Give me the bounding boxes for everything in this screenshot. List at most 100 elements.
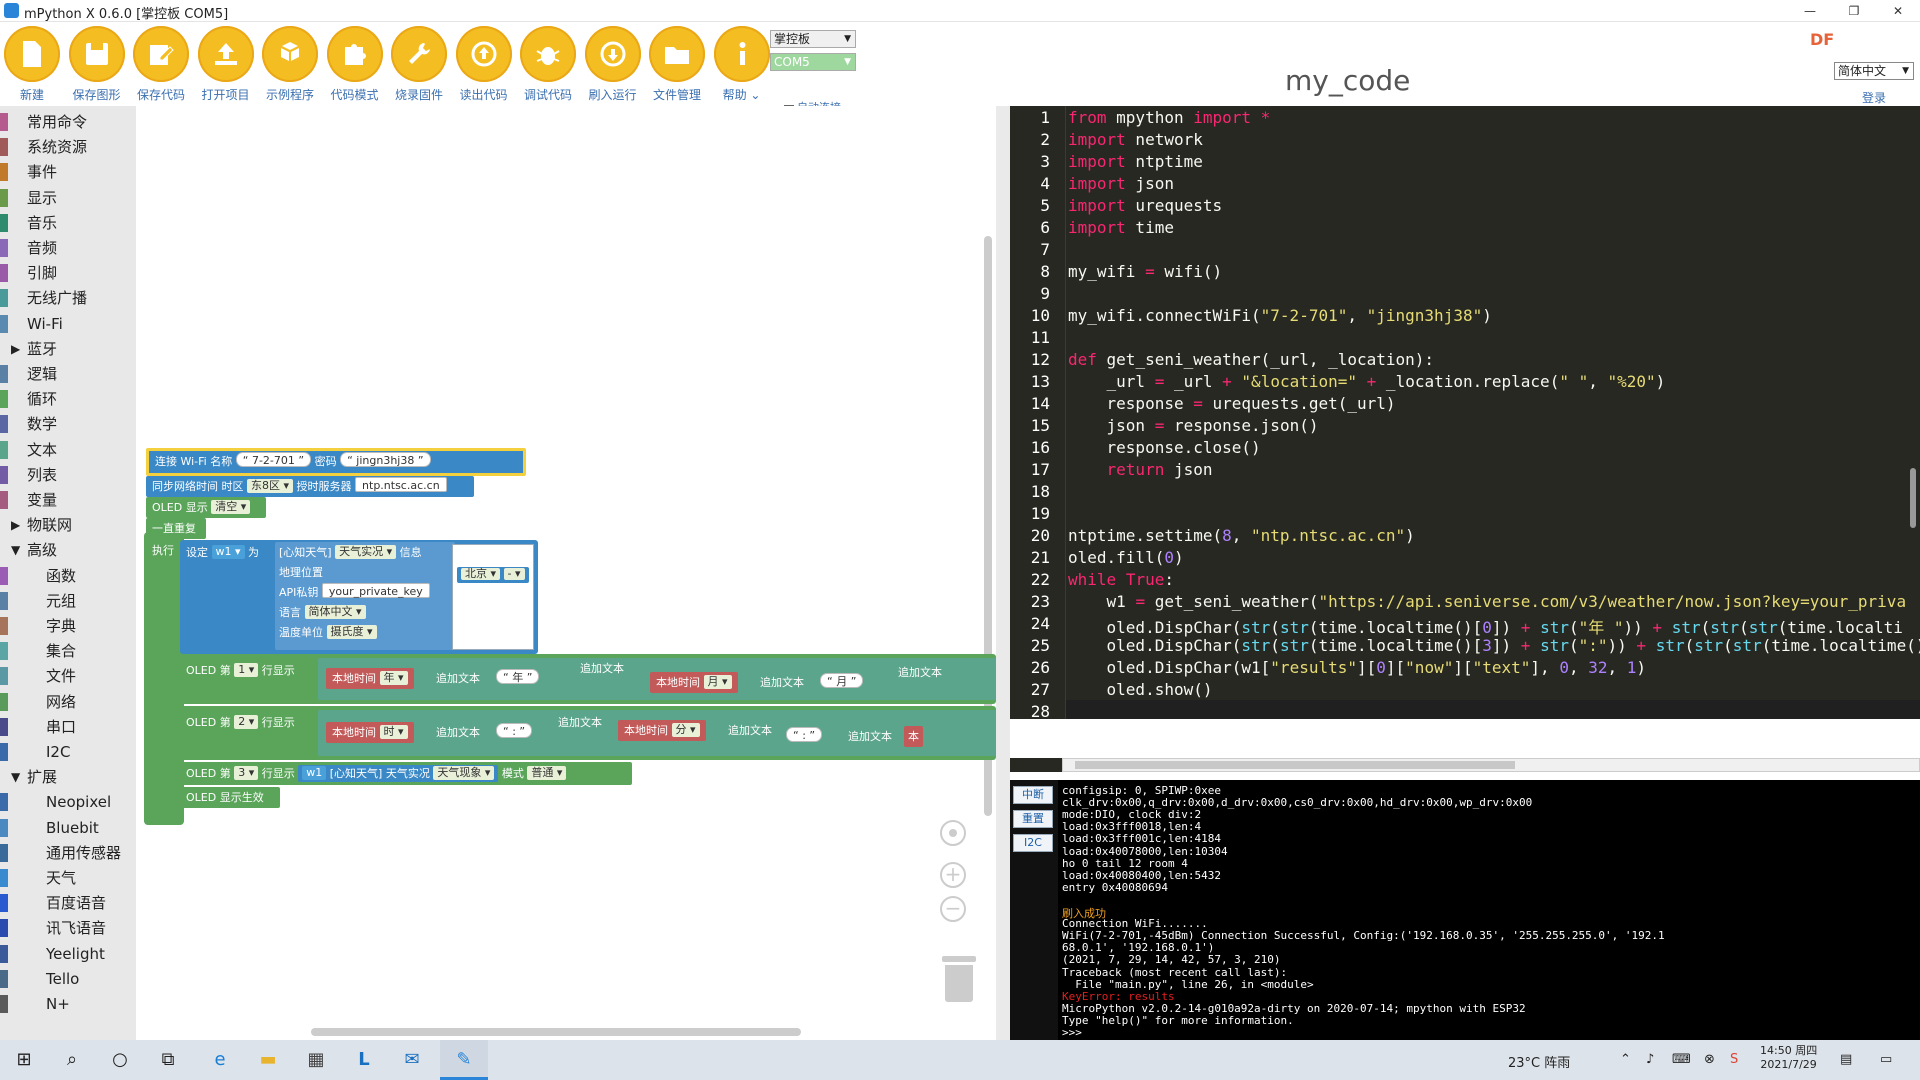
category-7[interactable]: 无线广播	[0, 286, 136, 310]
category-33[interactable]: Yeelight	[0, 942, 136, 966]
language-select[interactable]: 简体中文▼	[1834, 62, 1914, 80]
text-append-block2[interactable]: 本地时间 时 ▾ 追加文本 “ : ” 追加文本 本地时间 分 ▾ 追加文本 “…	[318, 710, 996, 756]
toolbar-button-arrow-up[interactable]: 读出代码	[452, 24, 516, 104]
code-line[interactable]: while True:	[1068, 570, 1174, 589]
forever-header[interactable]: 一直重复	[146, 518, 206, 539]
oled-row3-block[interactable]: OLED 第 3 ▾ 行显示 w1 [心知天气] 天气实况 天气现象 ▾ 模式 …	[180, 762, 632, 785]
oled-fill-block[interactable]: OLED 显示 清空 ▾	[146, 497, 266, 518]
colon-string-block[interactable]: “ : ”	[496, 722, 533, 743]
city-block[interactable]: 北京 ▾ - ▾	[457, 567, 529, 583]
search-icon[interactable]: ⌕	[66, 1049, 78, 1070]
weather-lang-dropdown[interactable]: 简体中文 ▾	[304, 605, 366, 619]
localtime-hour-block[interactable]: 本地时间 时 ▾	[326, 722, 414, 743]
wifi-ssid-input[interactable]: “ 7-2-701 ”	[235, 452, 312, 467]
app-l-icon[interactable]: L	[358, 1049, 370, 1070]
console-button-2[interactable]: I2C	[1013, 834, 1053, 852]
close-button[interactable]: ✕	[1892, 4, 1904, 18]
toolbar-button-bug[interactable]: 调试代码	[516, 24, 580, 104]
category-30[interactable]: 天气	[0, 866, 136, 890]
category-5[interactable]: 音频	[0, 236, 136, 260]
workspace-vscroll[interactable]	[984, 236, 992, 816]
port-select[interactable]: COM5▼	[770, 53, 856, 71]
toolbar-button-wrench[interactable]: 烧录固件	[387, 24, 451, 104]
code-line[interactable]: import json	[1068, 174, 1174, 193]
weather-unit-dropdown[interactable]: 摄氏度 ▾	[326, 625, 377, 639]
toolbar-button-upload[interactable]: 打开项目	[194, 24, 258, 104]
category-24[interactable]: 串口	[0, 715, 136, 739]
weather-type-dropdown[interactable]: 天气实况 ▾	[335, 545, 397, 559]
category-1[interactable]: 系统资源	[0, 135, 136, 159]
category-3[interactable]: 显示	[0, 186, 136, 210]
toolbar-button-edit[interactable]: 保存代码	[129, 24, 193, 104]
text-append-block1[interactable]: 本地时间 年 ▾ 追加文本 “ 年 ” 追加文本 本地时间 月 ▾ 追加文本 “…	[318, 658, 996, 700]
timezone-dropdown[interactable]: 东8区 ▾	[247, 479, 294, 493]
year-string-block[interactable]: “ 年 ”	[496, 668, 540, 689]
zoom-in-icon[interactable]: +	[940, 862, 966, 888]
category-15[interactable]: 变量	[0, 488, 136, 512]
hour-unit-dropdown[interactable]: 时 ▾	[379, 725, 408, 739]
code-line[interactable]: w1 = get_seni_weather("https://api.seniv…	[1068, 592, 1907, 611]
expand-icon[interactable]: ▶	[11, 341, 21, 356]
category-19[interactable]: 元组	[0, 589, 136, 613]
toolbar-button-info[interactable]: 帮助 ⌄	[710, 24, 774, 104]
oled-row2-dropdown[interactable]: 2 ▾	[234, 715, 259, 729]
code-line[interactable]: import network	[1068, 130, 1203, 149]
category-35[interactable]: N+	[0, 992, 136, 1016]
collapse-icon[interactable]: ▼	[11, 543, 21, 558]
console-button-0[interactable]: 中断	[1013, 786, 1053, 804]
forever-loop-block[interactable]	[144, 532, 184, 825]
edge-icon[interactable]: e	[214, 1049, 226, 1070]
category-14[interactable]: 列表	[0, 463, 136, 487]
toolbar-button-save[interactable]: 保存图形	[65, 24, 129, 104]
var-dropdown[interactable]: w1 ▾	[211, 545, 245, 559]
toolbar-button-puzzle[interactable]: 代码模式	[323, 24, 387, 104]
weather-key-input[interactable]: your_private_key	[321, 583, 430, 598]
localtime-more-block[interactable]: 本	[904, 726, 923, 747]
year-unit-dropdown[interactable]: 年 ▾	[379, 671, 408, 685]
oled-row1-dropdown[interactable]: 1 ▾	[234, 663, 259, 677]
category-26[interactable]: ▼扩展	[0, 765, 136, 789]
block-workspace[interactable]: 连接 Wi-Fi 名称 “ 7-2-701 ” 密码 “ jingn3hj38 …	[136, 106, 996, 1040]
weather-set-block[interactable]: 设定 w1 ▾ 为 [心知天气] 天气实况 ▾ 信息 地理位置 API私钥 yo…	[180, 540, 538, 654]
category-29[interactable]: 通用传感器	[0, 841, 136, 865]
month-string-block[interactable]: “ 月 ”	[820, 672, 864, 693]
weather-tray[interactable]: 23°C 阵雨	[1508, 1052, 1570, 1071]
oled-show-block[interactable]: OLED 显示生效	[180, 787, 280, 808]
colon-string-input[interactable]: “ : ”	[496, 723, 533, 738]
code-line[interactable]: oled.DispChar(str(str(time.localtime()[3…	[1068, 636, 1920, 655]
weather-field-dropdown[interactable]: 天气现象 ▾	[433, 766, 495, 780]
cortana-icon[interactable]: ○	[112, 1049, 128, 1070]
code-line[interactable]: my_wifi.connectWiFi("7-2-701", "jingn3hj…	[1068, 306, 1492, 325]
category-32[interactable]: 讯飞语音	[0, 916, 136, 940]
year-string-input[interactable]: “ 年 ”	[496, 669, 540, 684]
workspace-hscroll[interactable]	[311, 1028, 801, 1036]
wifi-connect-block[interactable]: 连接 Wi-Fi 名称 “ 7-2-701 ” 密码 “ jingn3hj38 …	[146, 448, 526, 476]
mode-dropdown[interactable]: 普通 ▾	[527, 766, 567, 780]
toolbar-button-new-file[interactable]: 新建	[0, 24, 64, 104]
toolbar-button-cubes[interactable]: 示例程序	[258, 24, 322, 104]
category-21[interactable]: 集合	[0, 639, 136, 663]
category-2[interactable]: 事件	[0, 160, 136, 184]
oled-row2-block[interactable]: OLED 第 2 ▾ 行显示 本地时间 时 ▾ 追加文本 “ : ” 追加文本 …	[180, 706, 996, 760]
oled-row1-block[interactable]: OLED 第 1 ▾ 行显示 本地时间 年 ▾ 追加文本 “ 年 ” 追加文本 …	[180, 654, 996, 704]
localtime-month-block[interactable]: 本地时间 月 ▾	[650, 672, 738, 693]
calculator-icon[interactable]: ▦	[307, 1049, 325, 1070]
category-31[interactable]: 百度语音	[0, 891, 136, 915]
category-6[interactable]: 引脚	[0, 261, 136, 285]
code-line[interactable]: oled.show()	[1068, 680, 1213, 699]
code-line[interactable]: _url = _url + "&location=" + _location.r…	[1068, 372, 1666, 391]
oled-row3-dropdown[interactable]: 3 ▾	[234, 766, 259, 780]
weather-field-block[interactable]: w1 [心知天气] 天气实况 天气现象 ▾	[298, 765, 499, 782]
colon-string2-input[interactable]: “ : ”	[786, 727, 823, 742]
category-13[interactable]: 文本	[0, 438, 136, 462]
oled-fill-dropdown[interactable]: 清空 ▾	[211, 500, 251, 514]
category-20[interactable]: 字典	[0, 614, 136, 638]
code-line[interactable]: response = urequests.get(_url)	[1068, 394, 1396, 413]
notification-icon[interactable]: ▭	[1880, 1052, 1893, 1067]
category-25[interactable]: I2C	[0, 740, 136, 764]
localtime-year-block[interactable]: 本地时间 年 ▾	[326, 668, 414, 689]
file-explorer-icon[interactable]: ▬	[259, 1049, 277, 1070]
console-button-1[interactable]: 重置	[1013, 810, 1053, 828]
